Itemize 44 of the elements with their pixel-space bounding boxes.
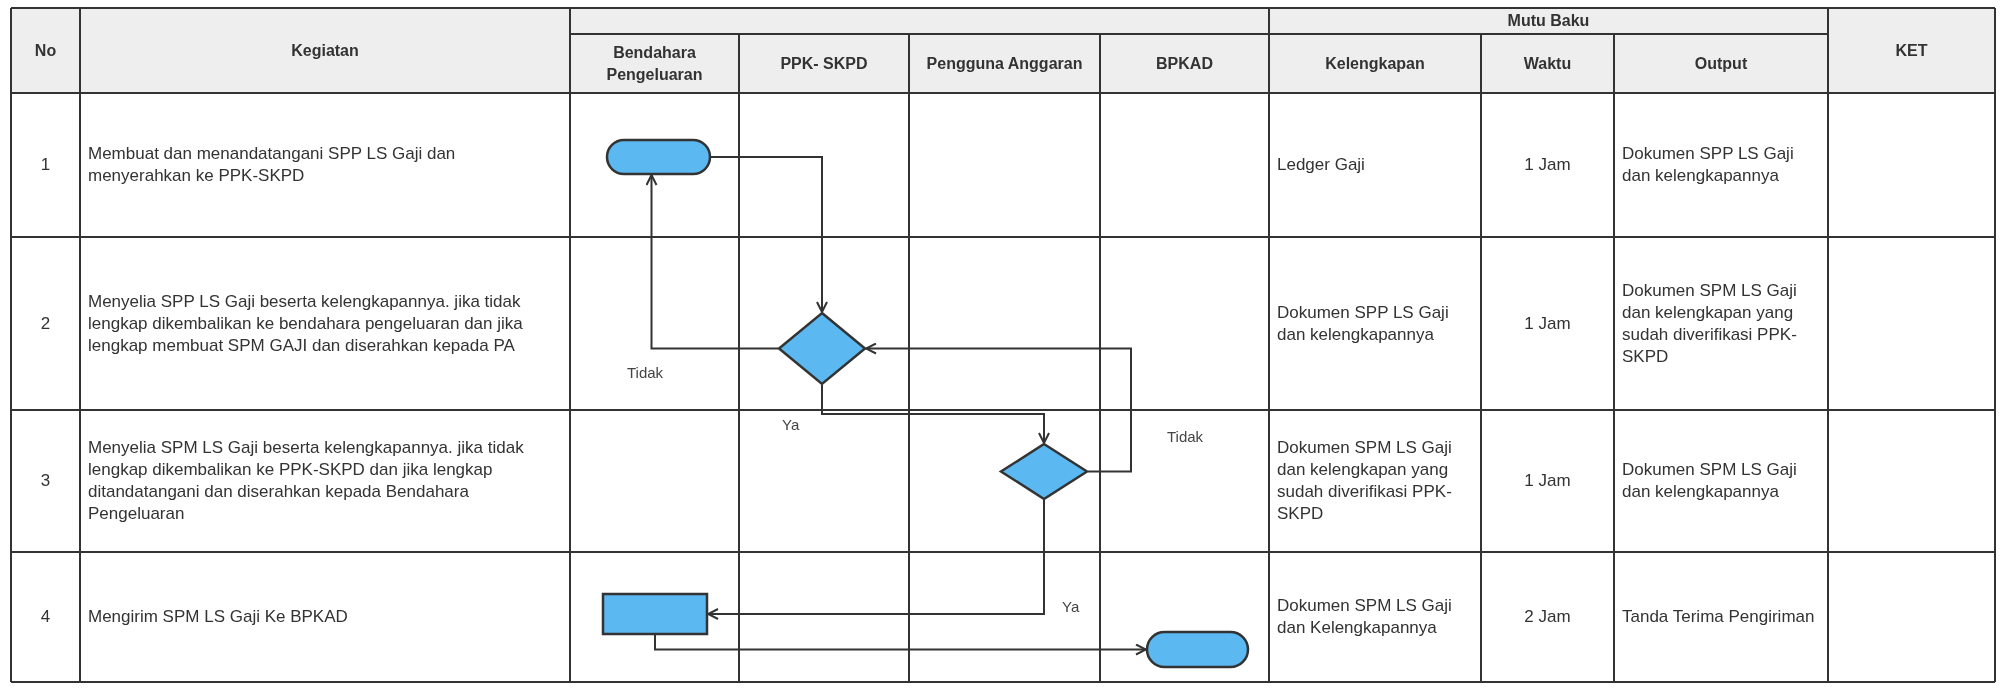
arrow <box>865 342 1132 473</box>
arrow <box>707 499 1045 620</box>
column-header: Waktu <box>1523 53 1572 74</box>
column-header: Kelengkapan <box>1325 53 1425 74</box>
output-text: Dokumen SPM LS Gaji dan kelengkapannya <box>1622 459 1798 503</box>
requirement-text: Dokumen SPM LS Gaji dan Kelengkapannya <box>1277 595 1453 639</box>
arrow <box>710 156 828 313</box>
requirement-text: Dokumen SPP LS Gaji dan kelengkapannya <box>1277 301 1450 346</box>
duration-text: 2 Jam <box>1524 606 1571 628</box>
arrow <box>821 384 1050 444</box>
requirement-text: Dokumen SPM LS Gaji dan kelengkapan yang sudah diverifikasi PPK-SKPD <box>1277 437 1453 525</box>
column-header: Bendahara Pengeluaran <box>605 42 704 85</box>
duration-text: 1 Jam <box>1524 312 1571 335</box>
row-number: 2 <box>40 312 51 335</box>
activity-text: Menyelia SPP LS Gaji beserta kelengkapannya. jika tidak lengkap dikembalikan ke bendahara pengeluaran dan jika lengkap membuat SPM GAJI dan diserahkan kepada PA <box>88 290 524 357</box>
decision-diamond <box>778 312 866 385</box>
row-number: 3 <box>40 470 51 492</box>
duration-text: 1 Jam <box>1524 470 1571 492</box>
arrow <box>654 634 1147 656</box>
decision-diamond <box>1000 443 1088 500</box>
process-box <box>602 593 708 635</box>
output-text: Dokumen SPP LS Gaji dan kelengkapannya <box>1622 143 1795 187</box>
column-header: BPKAD <box>1156 53 1213 74</box>
row-number: 4 <box>40 606 51 628</box>
activity-text: Membuat dan menandatangani SPP LS Gaji dan menyerahkan ke PPK-SKPD <box>88 143 457 187</box>
column-header: No <box>34 40 57 61</box>
edge-label: Tidak <box>1165 428 1206 445</box>
output-text: Tanda Terima Pengiriman <box>1622 606 1815 628</box>
terminator-shape <box>1146 631 1249 668</box>
requirement-text: Ledger Gaji <box>1277 154 1365 176</box>
activity-text: Mengirim SPM LS Gaji Ke BPKAD <box>88 606 348 628</box>
column-header: PPK- SKPD <box>780 53 868 74</box>
arrow <box>645 174 779 350</box>
group-header: Mutu Baku <box>1507 11 1590 31</box>
column-header: Kegiatan <box>291 40 359 61</box>
duration-text: 1 Jam <box>1524 154 1571 176</box>
terminator-shape <box>606 139 711 175</box>
row-number: 1 <box>40 154 51 176</box>
edge-label: Tidak <box>625 364 666 381</box>
output-text: Dokumen SPM LS Gaji dan kelengkapan yang sudah diverifikasi PPK-SKPD <box>1622 279 1798 368</box>
activity-text: Menyelia SPM LS Gaji beserta kelengkapannya. jika tidak lengkap dikembalikan ke PPK-SKPD dan jika lengkap ditandatangani dan diserahkan kepada Bendahara Pengeluaran <box>88 437 525 525</box>
column-header: Output <box>1694 53 1748 74</box>
column-header: KET <box>1895 40 1928 61</box>
column-header: Pengguna Anggaran <box>926 53 1083 74</box>
